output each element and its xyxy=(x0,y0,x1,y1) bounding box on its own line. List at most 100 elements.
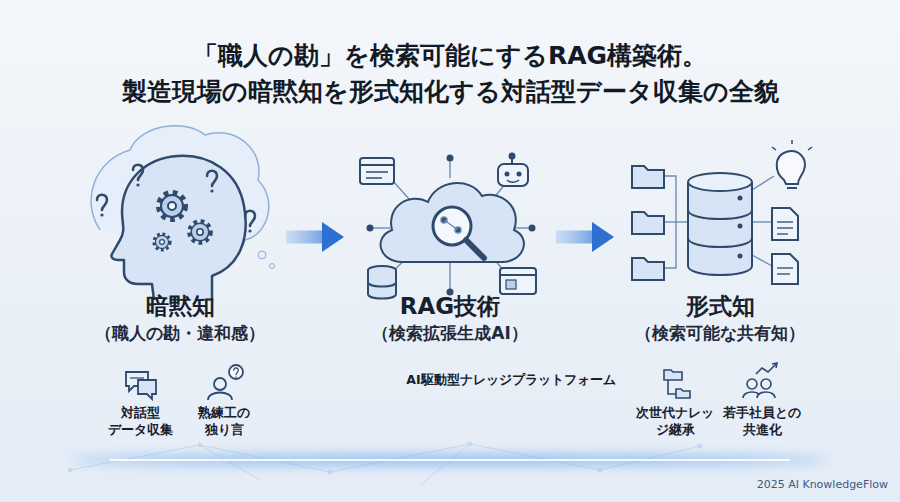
chat-icon-part xyxy=(130,377,144,378)
rag-cloud-part xyxy=(447,155,454,162)
thinking-head-part xyxy=(97,195,107,217)
rag-cloud-part xyxy=(381,183,524,262)
knowledge-database-part xyxy=(738,196,743,201)
worker-icon-part xyxy=(208,393,232,401)
rag-cloud-part xyxy=(510,154,515,159)
rag-cloud-part xyxy=(498,164,528,186)
worker-icon xyxy=(208,365,243,400)
chat-icon-part xyxy=(138,380,156,399)
rag-cloud-part xyxy=(444,220,458,230)
knowledge-database-part xyxy=(688,210,752,219)
worker-icon-part xyxy=(234,368,239,378)
rag-cloud-part xyxy=(500,274,536,276)
icon-label: 次世代ナレッ ジ継承 xyxy=(630,405,721,439)
background-network-part xyxy=(468,442,472,446)
team-growth-icon-part xyxy=(747,379,757,389)
knowledge-database-part xyxy=(772,208,798,240)
knowledge-database-part xyxy=(752,255,772,266)
rag-cloud-part xyxy=(529,225,536,232)
folder-tree-icon-part xyxy=(664,370,682,380)
rag-cloud-part xyxy=(449,160,450,178)
team-growth-icon-part xyxy=(757,392,775,398)
background-network-part xyxy=(328,470,332,474)
knowledge-database-part xyxy=(632,166,664,188)
rag-cloud-part xyxy=(367,225,374,232)
thinking-head-part xyxy=(258,251,266,259)
thinking-head-part xyxy=(190,222,211,243)
background-network-part xyxy=(68,468,72,472)
knowledge-database-part xyxy=(777,273,790,274)
thinking-head-part xyxy=(245,211,255,233)
knowledge-database-part xyxy=(752,221,772,222)
knowledge-database-part xyxy=(752,176,774,190)
knowledge-database-part xyxy=(808,147,812,150)
rag-cloud-part xyxy=(360,164,394,166)
title: 「職人の勘」を検索可能にするRAG構築術。 製造現場の暗黙知を形式知化する対話型… xyxy=(20,38,880,111)
watermark: 2025 AI KnowledgeFlow xyxy=(757,478,888,492)
team-growth-icon-part xyxy=(756,364,776,374)
background-network-part xyxy=(198,443,202,447)
knowledge-database-part xyxy=(664,221,688,222)
knowledge-database-part xyxy=(791,140,793,144)
flow-arrow xyxy=(556,231,592,244)
rag-cloud-part xyxy=(366,177,382,179)
knowledge-database-part xyxy=(688,173,752,191)
thinking-head-part xyxy=(133,165,143,187)
rag-cloud-part xyxy=(506,280,516,289)
background-network-part xyxy=(598,468,602,472)
knowledge-database xyxy=(632,140,812,284)
folder-tree-icon-part xyxy=(676,389,690,398)
team-growth-icon xyxy=(743,363,777,398)
folder-tree-icon xyxy=(664,370,690,398)
team-growth-icon-part xyxy=(772,363,777,368)
knowledge-database-part xyxy=(632,212,664,234)
rag-cloud-part xyxy=(368,282,396,287)
thinking-head xyxy=(91,126,274,300)
rag-cloud-part xyxy=(507,180,519,182)
knowledge-database-part xyxy=(738,224,743,229)
knowledge-database-part xyxy=(777,227,793,228)
worker-icon-part xyxy=(229,365,243,379)
knowledge-database-part xyxy=(738,254,743,259)
knowledge-database-part xyxy=(777,233,788,234)
concept-heading: 暗黙知 xyxy=(146,292,215,322)
rag-cloud-part xyxy=(517,172,522,177)
concept-subtitle: （検索可能な共有知） xyxy=(635,322,805,344)
rag-cloud-part xyxy=(368,270,396,299)
thinking-head-part xyxy=(270,264,275,269)
concept-column: 形式知（検索可能な共有知） xyxy=(620,136,820,356)
rag-cloud-part xyxy=(392,180,410,200)
concept-heading: RAG技術 xyxy=(400,292,500,322)
knowledge-database-part xyxy=(688,182,752,275)
concept-subtitle: （職人の勘・違和感） xyxy=(95,322,265,344)
icon-label: 対話型 データ収集 xyxy=(95,405,186,439)
knowledge-database-part xyxy=(688,238,752,247)
rag-cloud-part xyxy=(366,171,388,173)
knowledge-database-part xyxy=(632,258,664,280)
thinking-head-part xyxy=(159,193,185,219)
chat-icon xyxy=(126,372,156,399)
concept-column: RAG技術（検索拡張生成AI） xyxy=(350,136,550,356)
knowledge-database-part xyxy=(777,267,793,268)
knowledge-database-part xyxy=(772,147,776,150)
rag-cloud-part xyxy=(449,262,450,290)
thinking-head-part xyxy=(111,156,245,300)
icon-label: 若手社員との 共進化 xyxy=(717,405,808,439)
background-network-part xyxy=(698,444,702,448)
rag-cloud xyxy=(360,154,536,299)
worker-icon-part xyxy=(214,378,226,390)
rag-cloud-part xyxy=(466,240,484,258)
glow-line xyxy=(70,455,830,465)
glow-line-part xyxy=(70,455,830,465)
rag-cloud-part xyxy=(441,217,461,233)
rag-cloud-part xyxy=(372,227,390,228)
rag-cloud-part xyxy=(500,268,536,294)
concept-heading: 形式知 xyxy=(686,292,755,322)
knowledge-database-part xyxy=(787,187,797,189)
folder-tree-icon-part xyxy=(668,380,676,394)
thinking-head-part xyxy=(154,234,170,250)
flow-arrow xyxy=(286,231,322,244)
knowledge-database-part xyxy=(772,140,812,150)
rag-cloud-part xyxy=(505,172,510,177)
